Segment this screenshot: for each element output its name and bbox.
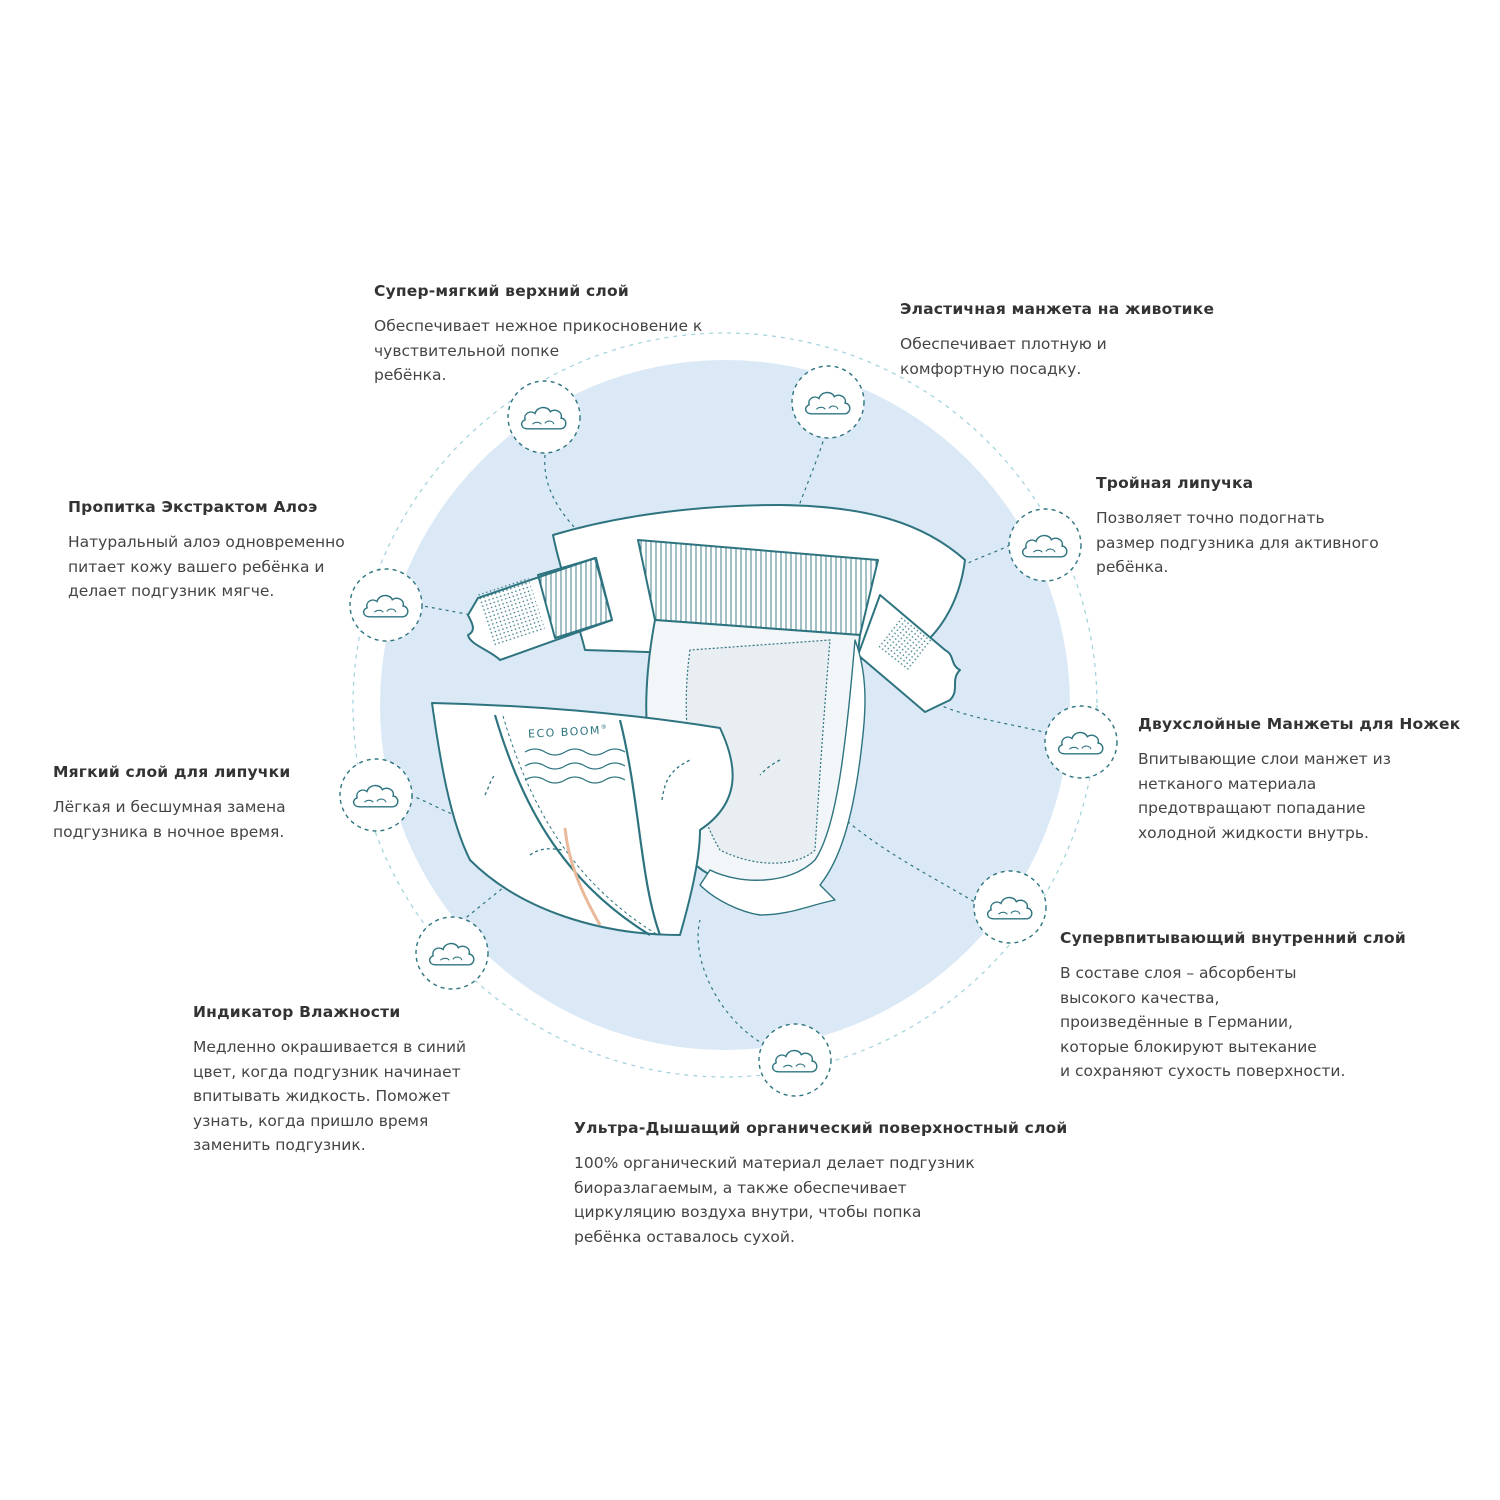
badge-waist-cuff	[791, 365, 865, 439]
feature-soft-tape-layer: Мягкий слой для липучки Лёгкая и бесшумн…	[53, 763, 343, 844]
icon-badges	[339, 365, 1118, 1097]
feature-title: Эластичная манжета на животике	[900, 300, 1215, 318]
badge-soft-tape	[339, 758, 413, 832]
feature-description: 100% органический материал делает подгуз…	[574, 1154, 975, 1246]
feature-aloe: Пропитка Экстрактом Алоэ Натуральный ало…	[68, 498, 388, 604]
badge-aloe	[349, 568, 423, 642]
feature-title: Супервпитывающий внутренний слой	[1060, 929, 1406, 947]
feature-title: Супер-мягкий верхний слой	[374, 282, 629, 300]
feature-absorbent-core: Супервпитывающий внутренний слой В соста…	[1060, 929, 1440, 1084]
badge-absorbent-core	[973, 870, 1047, 944]
feature-title: Мягкий слой для липучки	[53, 763, 291, 781]
feature-wetness-indicator: Индикатор Влажности Медленно окрашиваетс…	[193, 1003, 523, 1158]
feature-title: Тройная липучка	[1096, 474, 1254, 492]
badge-top-layer	[507, 380, 581, 454]
outer-dashed-ring	[352, 332, 1098, 1078]
badge-breathable-layer	[758, 1023, 832, 1097]
badge-wetness-indicator	[415, 916, 489, 990]
badge-leg-cuffs	[1044, 705, 1118, 779]
feature-triple-tape: Тройная липучка Позволяет точно подогнат…	[1096, 474, 1426, 580]
feature-breathable-layer: Ультра-Дышащий органический поверхностны…	[574, 1119, 1094, 1249]
feature-title: Пропитка Экстрактом Алоэ	[68, 498, 318, 516]
brand-logo: ECO BOOM®	[528, 723, 609, 740]
feature-title: Ультра-Дышащий органический поверхностны…	[574, 1119, 1068, 1137]
feature-top-layer: Супер-мягкий верхний слой Обеспечивает н…	[374, 282, 754, 388]
badge-triple-tape	[1008, 508, 1082, 582]
feature-title: Индикатор Влажности	[193, 1003, 401, 1021]
feature-waist-cuff: Эластичная манжета на животике Обеспечив…	[900, 300, 1280, 381]
feature-leg-cuffs: Двухслойные Манжеты для Ножек Впитывающи…	[1138, 715, 1478, 845]
feature-title: Двухслойные Манжеты для Ножек	[1138, 715, 1461, 733]
diaper-illustration	[431, 504, 966, 936]
